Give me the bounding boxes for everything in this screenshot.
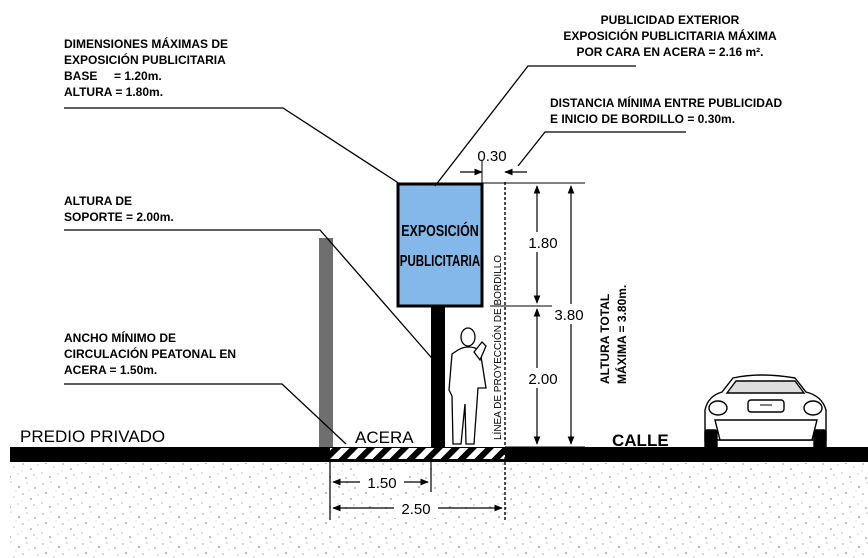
max-dimensions-line-2: EXPOSICIÓN PUBLICITARIA <box>64 52 226 67</box>
min-width-line-2: CIRCULACIÓN PEATONAL EN <box>64 346 236 361</box>
sign-text-line-1: EXPOSICIÓN <box>401 220 479 240</box>
sidewalk-width-value: 2.50 <box>401 501 430 518</box>
outdoor-advertising-line-1: PUBLICIDAD EXTERIOR <box>601 13 740 27</box>
walk-width-value: 1.50 <box>367 475 396 492</box>
sidewalk-hatch <box>330 448 505 459</box>
support-height-line-2: SOPORTE = 2.00m. <box>64 210 174 224</box>
max-dimensions-line-1: DIMENSIONES MÁXIMAS DE <box>64 36 228 51</box>
advertising-panel <box>396 182 484 308</box>
gap-dimension-value: 0.30 <box>477 148 506 165</box>
min-width-line-3: ACERA = 1.50m. <box>64 363 157 377</box>
total-height-value: 3.80 <box>554 307 583 324</box>
private-property-label: PREDIO PRIVADO <box>20 427 165 446</box>
sidewalk-label: ACERA <box>355 428 414 447</box>
min-width-line-1: ANCHO MÍNIMO DE <box>64 330 176 345</box>
street-label: CALLE <box>612 431 669 450</box>
support-height-leader <box>64 229 438 365</box>
max-dimensions-line-3: BASE = 1.20m. <box>64 69 162 83</box>
max-dimensions-line-4: ALTURA = 1.80m. <box>64 85 163 99</box>
min-distance-leader <box>517 131 686 167</box>
sign-height-value: 1.80 <box>528 235 557 252</box>
outdoor-advertising-leader <box>434 65 636 187</box>
support-height-line-1: ALTURA DE <box>64 194 132 208</box>
min-distance-line-2: E INICIO DE BORDILLO = 0.30m. <box>550 112 735 126</box>
ground-fill <box>10 463 868 558</box>
total-height-label-line-2: MÁXIMA = 3.80m. <box>614 285 629 384</box>
pedestrian-icon <box>448 327 487 445</box>
outdoor-advertising-line-3: POR CARA EN ACERA = 2.16 m². <box>576 45 763 59</box>
max-dimensions-leader <box>64 107 401 185</box>
min-distance-line-1: DISTANCIA MÍNIMA ENTRE PUBLICIDAD <box>550 95 783 110</box>
total-height-label-line-1: ALTURA TOTAL <box>598 294 612 384</box>
sign-support-pole <box>431 305 445 447</box>
outdoor-advertising-line-2: EXPOSICIÓN PUBLICITARIA MÁXIMA <box>563 28 777 43</box>
min-width-leader <box>64 383 347 445</box>
curb-projection-label: LÍNEA DE PROYECCIÓN DE BORDILLO <box>491 255 504 440</box>
support-height-value: 2.00 <box>528 371 557 388</box>
car-icon <box>704 374 827 451</box>
sign-text-line-2: PUBLICITARIA <box>400 251 480 269</box>
private-property-post <box>319 238 333 447</box>
